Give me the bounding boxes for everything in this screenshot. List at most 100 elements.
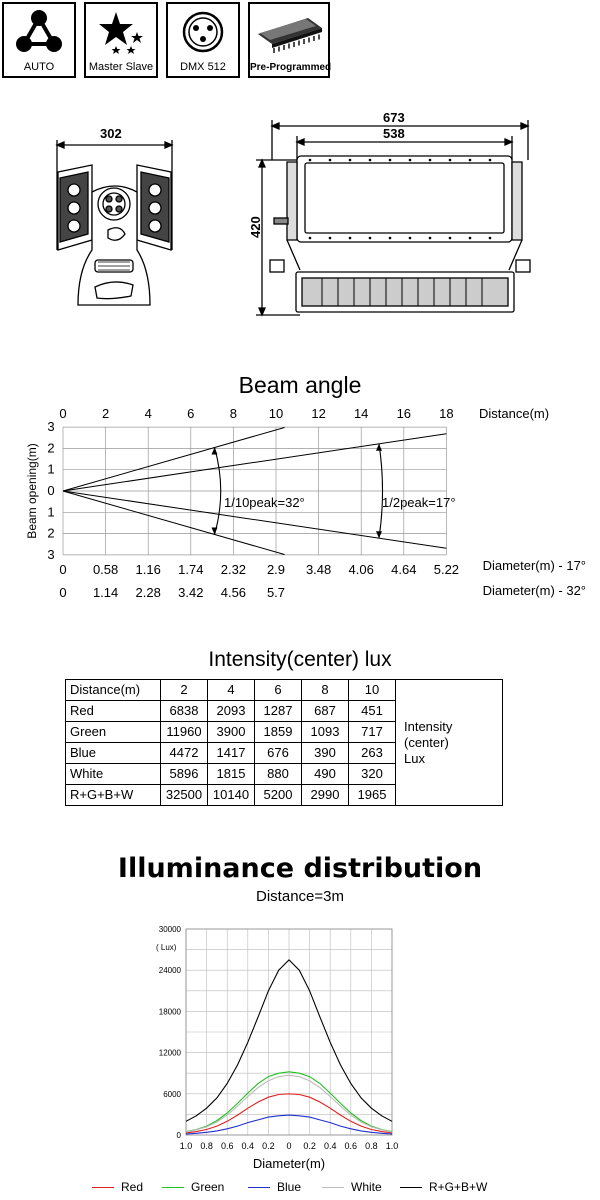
side-view-drawing bbox=[55, 140, 174, 306]
diameter32-tick-label: 5.7 bbox=[267, 585, 285, 600]
y-tick-label: 18000 bbox=[159, 1007, 182, 1016]
distance-tick-label: 6 bbox=[187, 406, 194, 421]
table-row: R+G+B+W 32500 10140 5200 2990 1965 bbox=[65, 784, 503, 806]
legend-swatch bbox=[248, 1187, 270, 1189]
table-cell: 5200 bbox=[254, 784, 302, 806]
series-line-green bbox=[185, 1071, 393, 1133]
body-width-label: 538 bbox=[383, 126, 405, 141]
table-cell: Blue bbox=[65, 742, 161, 764]
distance-tick-label: 4 bbox=[145, 406, 152, 421]
legend-swatch bbox=[322, 1187, 344, 1189]
table-header-cell: Distance(m) bbox=[65, 679, 161, 701]
table-cell: 3900 bbox=[207, 721, 255, 743]
diameter32-label: Diameter(m) - 32° bbox=[483, 583, 586, 598]
legend-item-rgbw: R+G+B+W bbox=[400, 1180, 487, 1194]
illuminance-subtitle: Distance=3m bbox=[256, 888, 344, 905]
diameter32-tick-label: 0 bbox=[59, 585, 66, 600]
legend-swatch bbox=[92, 1187, 114, 1189]
feature-pre-programmed: Pre-Programmed bbox=[248, 2, 332, 78]
x-tick-label: 0 bbox=[286, 1141, 291, 1151]
table-cell: 10140 bbox=[207, 784, 255, 806]
side-label-line: (center) bbox=[404, 734, 449, 750]
feature-label: Pre-Programmed bbox=[250, 62, 332, 73]
y-tick-label: 12000 bbox=[159, 1049, 182, 1058]
chip-icon bbox=[258, 18, 322, 53]
beam-arc-32-arrow bbox=[211, 447, 218, 455]
diameter17-tick-label: 1.16 bbox=[136, 562, 161, 577]
x-axis-label: Diameter(m) bbox=[253, 1156, 325, 1171]
beam-arc-17-arrow bbox=[375, 443, 382, 451]
table-row: Green 11960 3900 1859 1093 717 bbox=[65, 721, 503, 743]
diameter32-tick-label: 1.14 bbox=[93, 585, 118, 600]
table-cell: 1965 bbox=[348, 784, 396, 806]
front-view-drawing bbox=[256, 120, 531, 317]
table-cell: 490 bbox=[301, 763, 349, 785]
table-cell: Red bbox=[65, 700, 161, 722]
table-cell: 263 bbox=[348, 742, 396, 764]
beam-arc-32-arrow bbox=[211, 527, 218, 535]
x-tick-label: 0.8 bbox=[200, 1141, 213, 1151]
plot-frame bbox=[185, 928, 393, 1136]
diameter17-tick-label: 2.32 bbox=[221, 562, 246, 577]
table-cell: 32500 bbox=[160, 784, 208, 806]
x-tick-label: 0.2 bbox=[262, 1141, 275, 1151]
distance-tick-label: 2 bbox=[102, 406, 109, 421]
table-cell: 1859 bbox=[254, 721, 302, 743]
beam-arc-32 bbox=[213, 447, 222, 535]
table-cell: 880 bbox=[254, 763, 302, 785]
feature-label: AUTO bbox=[23, 61, 55, 73]
opening-axis-label: Beam opening(m) bbox=[25, 443, 39, 538]
table-cell: 11960 bbox=[160, 721, 208, 743]
intensity-side-label: Intensity (center) Lux bbox=[395, 679, 503, 806]
y-tick-label: 0 bbox=[177, 1131, 182, 1140]
auto-triangle-icon bbox=[16, 10, 62, 52]
opening-tick-label: 2 bbox=[47, 526, 54, 541]
table-header-row: Distance(m) 2 4 6 8 10 Intensity (center… bbox=[65, 679, 503, 806]
table-cell: 676 bbox=[254, 742, 302, 764]
opening-tick-label: 3 bbox=[47, 419, 54, 434]
table-cell: 1287 bbox=[254, 700, 302, 722]
table-cell: 1417 bbox=[207, 742, 255, 764]
diameter17-tick-label: 0 bbox=[59, 562, 66, 577]
table-row: White 5896 1815 880 490 320 bbox=[65, 763, 503, 785]
distance-tick-label: 12 bbox=[311, 406, 325, 421]
table-header-cell: 10 bbox=[348, 679, 396, 701]
y-tick-label: 6000 bbox=[163, 1090, 181, 1099]
opening-tick-label: 1 bbox=[47, 462, 54, 477]
table-cell: R+G+B+W bbox=[65, 784, 161, 806]
table-header-cell: 6 bbox=[254, 679, 302, 701]
distance-axis-label: Distance(m) bbox=[479, 406, 549, 421]
table-cell: 1093 bbox=[301, 721, 349, 743]
x-tick-label: 0.4 bbox=[242, 1141, 255, 1151]
table-cell: 2093 bbox=[207, 700, 255, 722]
legend-swatch bbox=[400, 1187, 422, 1189]
table-cell: 5896 bbox=[160, 763, 208, 785]
table-row: Red 6838 2093 1287 687 451 bbox=[65, 700, 503, 722]
x-tick-label: 0.2 bbox=[303, 1141, 316, 1151]
table-row: Blue 4472 1417 676 390 263 bbox=[65, 742, 503, 764]
distance-tick-label: 8 bbox=[230, 406, 237, 421]
side-label-line: Intensity bbox=[404, 718, 453, 734]
legend-label: Green bbox=[191, 1180, 225, 1194]
feature-label: DMX 512 bbox=[180, 61, 226, 73]
series-line-white bbox=[185, 1074, 393, 1133]
star-icon bbox=[99, 12, 143, 54]
table-cell: 1815 bbox=[207, 763, 255, 785]
table-cell: 2990 bbox=[301, 784, 349, 806]
table-cell: 320 bbox=[348, 763, 396, 785]
chart-legend: Red Green Blue White R+G+B+W bbox=[0, 1180, 600, 1198]
table-header-cell: 4 bbox=[207, 679, 255, 701]
diameter32-tick-label: 2.28 bbox=[136, 585, 161, 600]
y-tick-label: 30000 bbox=[159, 925, 182, 934]
distance-tick-label: 10 bbox=[269, 406, 283, 421]
y-tick-label: 24000 bbox=[159, 966, 182, 975]
beam-line-17 bbox=[62, 433, 447, 492]
legend-item-white: White bbox=[322, 1180, 382, 1194]
opening-tick-label: 3 bbox=[47, 547, 54, 562]
table-cell: 451 bbox=[348, 700, 396, 722]
feature-master-slave: Master Slave bbox=[84, 2, 158, 78]
opening-tick-label: 1 bbox=[47, 504, 54, 519]
beam-label-32: 1/10peak=32° bbox=[224, 495, 305, 510]
